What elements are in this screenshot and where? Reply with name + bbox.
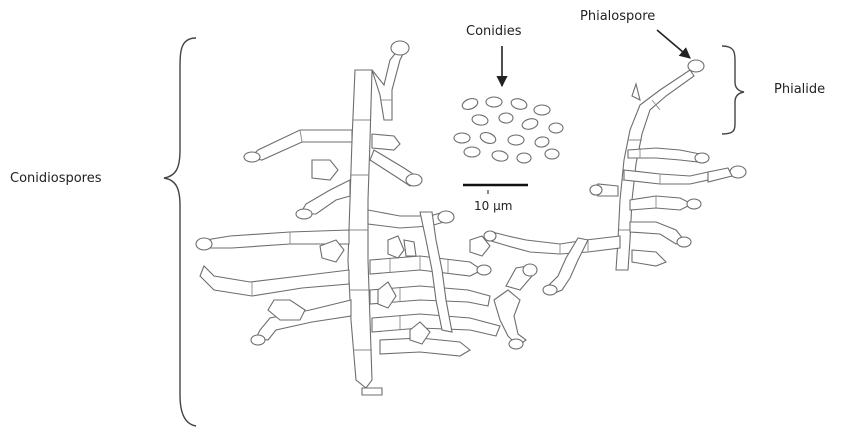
scale-label: 10 µm: [474, 199, 512, 213]
right-conidiophore: [484, 60, 746, 295]
conidiospores-brace: [164, 38, 196, 426]
phialide-brace: [722, 46, 744, 134]
hyphae-tangle: [370, 212, 537, 356]
phialide-label: Phialide: [774, 82, 825, 97]
conidies-label: Conidies: [466, 24, 522, 39]
phialospore-arrow: [657, 30, 690, 58]
conidiospores-label: Conidiospores: [10, 171, 102, 186]
phialospore-label: Phialospore: [580, 9, 655, 24]
conidies-cluster: [454, 97, 563, 163]
